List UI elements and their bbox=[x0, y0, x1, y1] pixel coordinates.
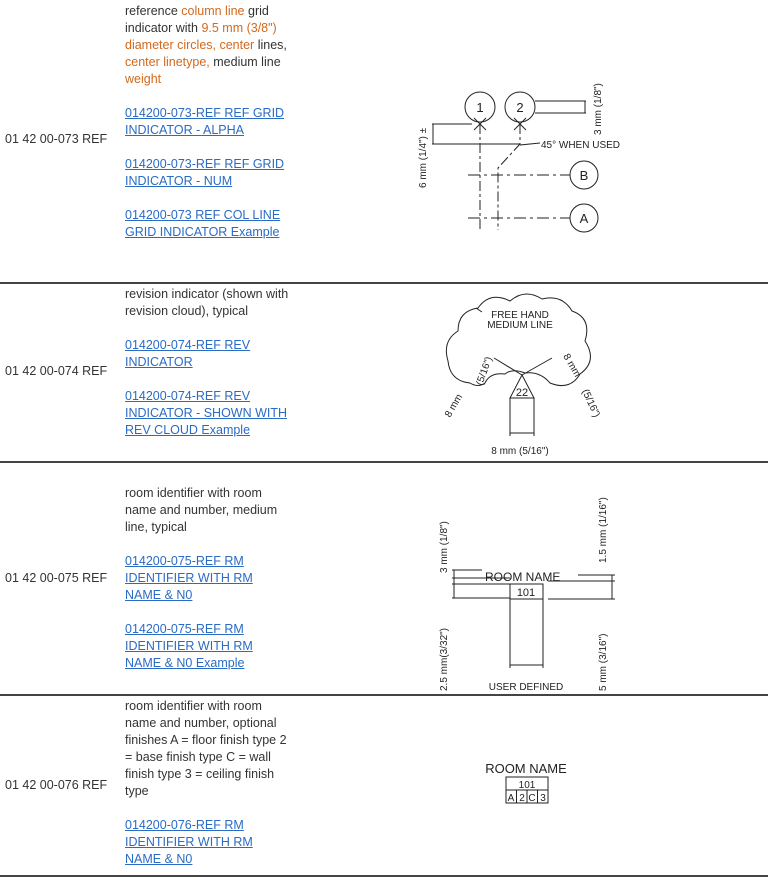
grid-label-1: 1 bbox=[476, 100, 483, 115]
download-link-num[interactable]: 014200-073-REF REF GRID INDICATOR - NUM bbox=[125, 157, 285, 188]
download-link-alpha[interactable]: 014200-073-REF REF GRID INDICATOR - ALPH… bbox=[125, 106, 285, 137]
spec-code: 01 42 00-073 REF bbox=[5, 132, 108, 146]
dim-left-label: 6 mm (1/4") ± bbox=[418, 127, 429, 188]
room-number-label: 101 bbox=[517, 587, 535, 599]
description-text: revision indicator (shown with revision … bbox=[125, 287, 289, 318]
dim-right-top: 1.5 mm (1/16") bbox=[598, 497, 609, 563]
finish-wall: C bbox=[528, 793, 535, 804]
dim-left-bottom: 2.5 mm(3/32") bbox=[439, 628, 450, 691]
link-list: 014200-073-REF REF GRID INDICATOR - ALPH… bbox=[125, 105, 290, 241]
example-link[interactable]: 014200-073 REF COL LINE GRID INDICATOR E… bbox=[125, 208, 281, 239]
spec-code: 01 42 00-075 REF bbox=[5, 571, 108, 585]
dim-upper-left: (5/16") bbox=[474, 355, 494, 387]
revision-indicator-figure: FREE HAND MEDIUM LINE 22 (5/16") 8 mm 8 … bbox=[420, 286, 620, 461]
dim-bottom: 8 mm (5/16") bbox=[491, 446, 548, 457]
grid-label-b: B bbox=[580, 168, 589, 183]
dim-lower-left: 8 mm bbox=[443, 392, 465, 419]
link-list: 014200-074-REF REV INDICATOR 014200-074-… bbox=[125, 337, 290, 439]
download-link-rev-indicator[interactable]: 014200-074-REF REV INDICATOR bbox=[125, 338, 251, 369]
grid-label-2: 2 bbox=[516, 100, 523, 115]
cloud-note-2: MEDIUM LINE bbox=[487, 320, 553, 331]
dim-bottom: USER DEFINED bbox=[489, 682, 563, 693]
finish-ceiling: 3 bbox=[540, 793, 546, 804]
spec-code: 01 42 00-074 REF bbox=[5, 364, 108, 378]
description-cell: revision indicator (shown with revision … bbox=[125, 286, 290, 439]
dim-upper-right: 8 mm bbox=[560, 352, 582, 379]
cloud-note-1: FREE HAND bbox=[491, 310, 549, 321]
dim-left-top: 3 mm (1/8") bbox=[439, 521, 450, 573]
room-name-label: ROOM NAME bbox=[485, 761, 567, 776]
room-identifier-finishes-figure: ROOM NAME 101 A 2 C 3 bbox=[470, 758, 590, 818]
dim-right-bottom: 5 mm (3/16") bbox=[598, 634, 609, 691]
room-identifier-figure: ROOM NAME 101 3 mm (1/8") 2.5 mm(3/32") … bbox=[410, 463, 630, 696]
finish-floor: A bbox=[508, 793, 515, 804]
dim-right-label: 3 mm (1/8") bbox=[593, 83, 604, 135]
table-row: 01 42 00-074 REF revision indicator (sho… bbox=[0, 284, 768, 463]
room-name-label: ROOM NAME bbox=[485, 570, 560, 584]
revision-number: 22 bbox=[516, 387, 528, 399]
table-row: 01 42 00-076 REF room identifier with ro… bbox=[0, 696, 768, 877]
download-link-rm-identifier[interactable]: 014200-076-REF RM IDENTIFIER WITH RM NAM… bbox=[125, 818, 253, 866]
link-list: 014200-076-REF RM IDENTIFIER WITH RM NAM… bbox=[125, 817, 290, 868]
angle-note: 45° WHEN USED bbox=[541, 140, 620, 151]
table-row: 01 42 00-073 REF reference column line g… bbox=[0, 0, 768, 284]
table-row: 01 42 00-075 REF room identifier with ro… bbox=[0, 463, 768, 696]
grid-label-a: A bbox=[580, 211, 589, 226]
description-cell: room identifier with room name and numbe… bbox=[125, 485, 290, 672]
description-text: room identifier with room name and numbe… bbox=[125, 486, 278, 534]
example-link[interactable]: 014200-074-REF REV INDICATOR - SHOWN WIT… bbox=[125, 389, 288, 437]
description-text: room identifier with room name and numbe… bbox=[125, 699, 287, 798]
finish-base: 2 bbox=[519, 793, 525, 804]
example-link[interactable]: 014200-075-REF RM IDENTIFIER WITH RM NAM… bbox=[125, 622, 253, 670]
description-text: reference column line grid indicator wit… bbox=[125, 4, 287, 86]
spec-code: 01 42 00-076 REF bbox=[5, 778, 108, 792]
room-number-label: 101 bbox=[519, 780, 536, 791]
description-cell: reference column line grid indicator wit… bbox=[125, 3, 290, 241]
link-list: 014200-075-REF RM IDENTIFIER WITH RM NAM… bbox=[125, 553, 290, 672]
download-link-rm-identifier[interactable]: 014200-075-REF RM IDENTIFIER WITH RM NAM… bbox=[125, 554, 253, 602]
grid-indicator-figure: 1 2 B A 45° WHEN USED 6 mm (1/4") ± 3 mm… bbox=[400, 30, 660, 250]
dim-lower-right: (5/16") bbox=[579, 388, 602, 420]
description-cell: room identifier with room name and numbe… bbox=[125, 698, 290, 868]
